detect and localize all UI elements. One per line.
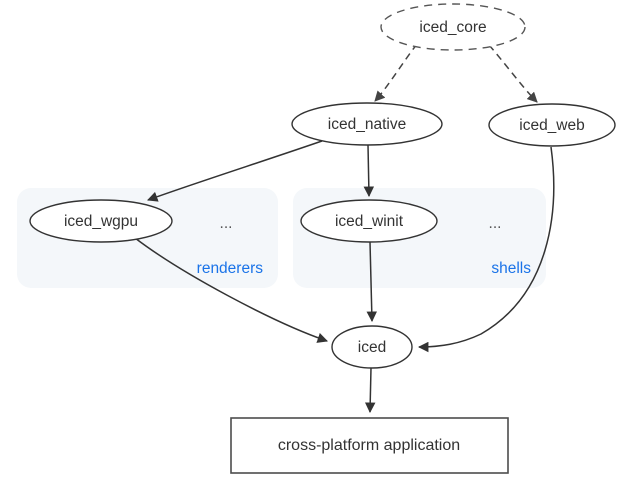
node-cross-platform-application-label: cross-platform application (278, 437, 460, 454)
node-iced-winit-label: iced_winit (335, 213, 404, 230)
node-cross-platform-application[interactable]: cross-platform application (230, 417, 509, 474)
node-iced-wgpu-label: iced_wgpu (64, 213, 138, 230)
edge-iced-wgpu-to-iced (134, 237, 328, 343)
node-iced-winit[interactable]: iced_winit (300, 199, 438, 243)
node-iced-core-label: iced_core (419, 19, 486, 36)
edge-iced-native-to-iced-winit (363, 144, 375, 198)
group-shells-label: shells (491, 260, 531, 277)
node-cross-platform-application-shape[interactable] (230, 417, 509, 474)
node-iced-label: iced (358, 339, 386, 356)
edge-iced-web-to-iced (417, 146, 555, 353)
node-iced-core-shape[interactable] (380, 3, 526, 51)
node-iced[interactable]: iced (331, 325, 413, 369)
edge-iced-core-to-iced-web (488, 44, 538, 103)
node-iced-native-label: iced_native (328, 116, 406, 133)
edge-iced-native-to-iced-wgpu (147, 140, 323, 202)
group-renderers-label: renderers (197, 260, 264, 277)
node-iced-wgpu[interactable]: iced_wgpu (29, 199, 173, 243)
node-iced-native-shape[interactable] (291, 102, 443, 146)
node-iced-web[interactable]: iced_web (488, 103, 616, 147)
edge-iced-to-application (364, 367, 376, 414)
node-iced-core[interactable]: iced_core (380, 3, 526, 51)
node-iced-web-shape[interactable] (488, 103, 616, 147)
group-renderers-ellipsis: ... (220, 215, 233, 232)
group-shells-ellipsis: ... (489, 215, 502, 232)
node-iced-wgpu-shape[interactable] (29, 199, 173, 243)
node-iced-shape[interactable] (331, 325, 413, 369)
edge-iced-winit-to-iced (366, 241, 378, 323)
node-iced-web-label: iced_web (519, 117, 585, 134)
node-iced-native[interactable]: iced_native (291, 102, 443, 146)
edge-iced-core-to-iced-native (374, 43, 418, 102)
node-iced-winit-shape[interactable] (300, 199, 438, 243)
